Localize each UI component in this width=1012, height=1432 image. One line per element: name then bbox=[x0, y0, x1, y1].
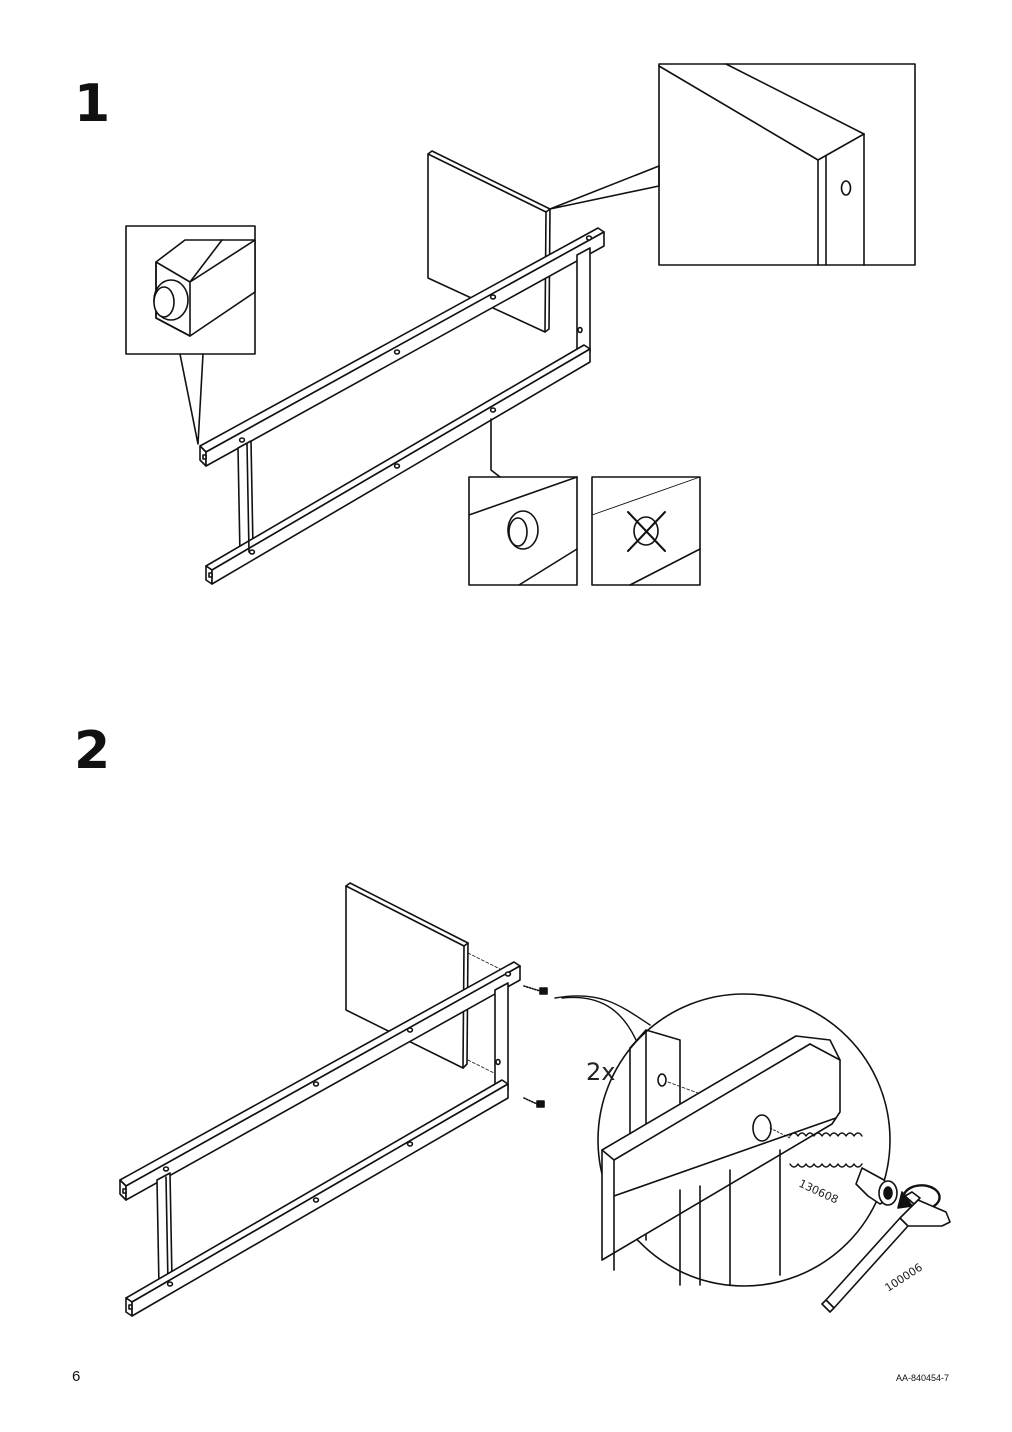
forbidden-cross-icon bbox=[627, 511, 666, 552]
ladder-frame bbox=[119, 961, 521, 1317]
screw-small bbox=[523, 985, 548, 1108]
quantity-label: 2x bbox=[586, 1058, 615, 1086]
detail-panel-edge bbox=[549, 63, 916, 266]
step-2-illustration: 130608 2x 100006 bbox=[119, 882, 951, 1317]
step-1-illustration bbox=[125, 63, 916, 586]
step-1-number: 1 bbox=[74, 74, 111, 134]
connector-bolt bbox=[769, 1127, 898, 1206]
detail-hole-correct bbox=[468, 418, 578, 586]
document-code: AA-840454-7 bbox=[896, 1373, 950, 1383]
frame-holes bbox=[202, 235, 593, 578]
key-part-number: 100006 bbox=[883, 1261, 925, 1295]
ladder-frame bbox=[199, 227, 605, 585]
step-2-number: 2 bbox=[74, 721, 111, 781]
detail-zoom-circle: 130608 2x bbox=[554, 993, 898, 1287]
rotation-arrow-icon bbox=[897, 1184, 941, 1209]
detail-hole-incorrect bbox=[591, 476, 701, 586]
frame-holes bbox=[122, 971, 512, 1310]
detail-dowel-end bbox=[125, 225, 256, 445]
page-number: 6 bbox=[72, 1368, 81, 1385]
